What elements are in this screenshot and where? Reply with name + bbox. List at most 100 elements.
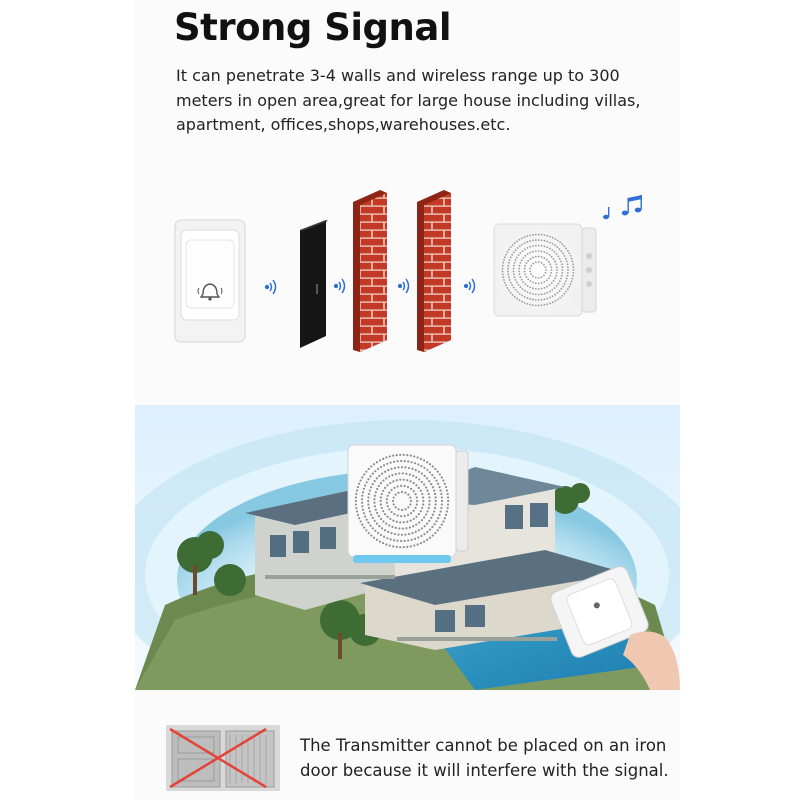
- grill-dot: [522, 257, 525, 259]
- grill-dot: [537, 277, 540, 279]
- grill-dot: [427, 506, 430, 510]
- grill-dot: [537, 255, 540, 258]
- grill-dot: [376, 467, 380, 471]
- grill-dot: [560, 260, 562, 263]
- grill-dot: [530, 273, 533, 276]
- grill-dot: [543, 245, 546, 248]
- grill-dot: [566, 266, 569, 268]
- grill-dot: [555, 263, 558, 266]
- grill-dot: [403, 484, 406, 488]
- grill-dot: [420, 464, 423, 468]
- grill-dot: [558, 280, 561, 283]
- grill-dot: [544, 271, 547, 274]
- grill-dot: [561, 266, 564, 268]
- grill-dot: [526, 297, 529, 299]
- transmitter-button: [550, 565, 680, 690]
- receiver-speaker: [347, 444, 469, 563]
- grill-dot: [503, 281, 506, 284]
- grill-dot: [401, 527, 404, 530]
- grill-dot: [545, 279, 548, 282]
- grill-dot: [507, 276, 510, 279]
- grill-dot: [426, 510, 429, 513]
- grill-dot: [518, 292, 521, 295]
- grill-dot: [568, 252, 571, 255]
- grill-dot: [388, 455, 391, 458]
- grill-dot: [431, 486, 434, 489]
- grill-dot: [547, 277, 550, 280]
- grill-dot: [526, 253, 529, 255]
- grill-dot: [406, 485, 410, 489]
- grill-dot: [391, 525, 394, 528]
- grill-dot: [549, 296, 551, 299]
- grill-dot: [422, 540, 426, 543]
- grill-dot: [545, 269, 547, 271]
- grill-dot: [435, 479, 438, 482]
- grill-dot: [374, 529, 377, 532]
- grill-dot: [414, 530, 417, 533]
- grill-dot: [572, 266, 575, 269]
- grill-dot: [540, 287, 543, 290]
- grill-dot: [412, 525, 415, 528]
- grill-dot: [443, 517, 446, 520]
- grill-dot: [367, 496, 370, 499]
- grill-dot: [431, 534, 434, 537]
- grill-dot: [384, 513, 387, 516]
- grill-dot: [549, 241, 551, 244]
- grill-dot: [382, 542, 385, 545]
- grill-dot: [428, 536, 432, 539]
- grill-dot: [507, 264, 510, 267]
- grill-dot: [544, 266, 547, 269]
- grill-dot: [523, 295, 526, 298]
- grill-dot: [509, 281, 512, 284]
- grill-dot: [392, 480, 395, 483]
- grill-dot: [368, 489, 371, 492]
- grill-dot: [551, 242, 554, 245]
- grill-dot: [407, 506, 410, 509]
- grill-dot: [511, 284, 514, 287]
- grill-dot: [557, 282, 560, 285]
- grill-dot: [572, 269, 575, 271]
- grill-dot: [396, 539, 399, 542]
- grill-dot: [514, 259, 517, 262]
- grill-dot: [508, 289, 510, 292]
- grill-dot: [519, 276, 522, 278]
- grill-dot: [373, 505, 377, 508]
- grill-dot: [385, 543, 388, 546]
- grill-dot: [372, 536, 376, 539]
- grill-dot: [563, 292, 566, 295]
- grill-dot: [524, 273, 527, 276]
- finger: [623, 631, 680, 690]
- grill-dot: [506, 287, 509, 289]
- grill-dot: [543, 274, 545, 277]
- grill-dot: [508, 259, 511, 261]
- grill-dot: [367, 492, 371, 496]
- grill-dot: [407, 539, 410, 542]
- grill-dot: [371, 527, 374, 530]
- grill-dot: [407, 466, 411, 470]
- grill-dot: [412, 490, 415, 493]
- grill-dot: [354, 499, 357, 503]
- signal-diagram-graphic: [174, 190, 642, 352]
- grill-dot: [382, 464, 386, 467]
- grill-dot: [537, 261, 540, 263]
- grill-dot: [414, 493, 417, 496]
- grill-dot: [509, 246, 512, 249]
- grill-dot: [365, 518, 368, 521]
- grill-dot: [412, 481, 415, 485]
- grill-dot: [426, 461, 429, 464]
- grill-dot: [378, 474, 381, 477]
- grill-dot: [394, 526, 397, 530]
- grill-dot: [413, 544, 416, 547]
- grill-dot: [518, 267, 520, 270]
- grill-dot: [394, 493, 397, 496]
- grill-dot: [393, 513, 396, 516]
- grill-dot: [434, 499, 437, 503]
- grill-dot: [365, 481, 368, 484]
- grill-dot: [428, 463, 432, 466]
- grill-dot: [428, 503, 431, 506]
- grill-dot: [419, 489, 422, 492]
- grill-dot: [370, 486, 373, 489]
- grill-dot: [543, 251, 546, 254]
- grill-dot: [554, 244, 556, 247]
- grill-dot: [438, 473, 441, 476]
